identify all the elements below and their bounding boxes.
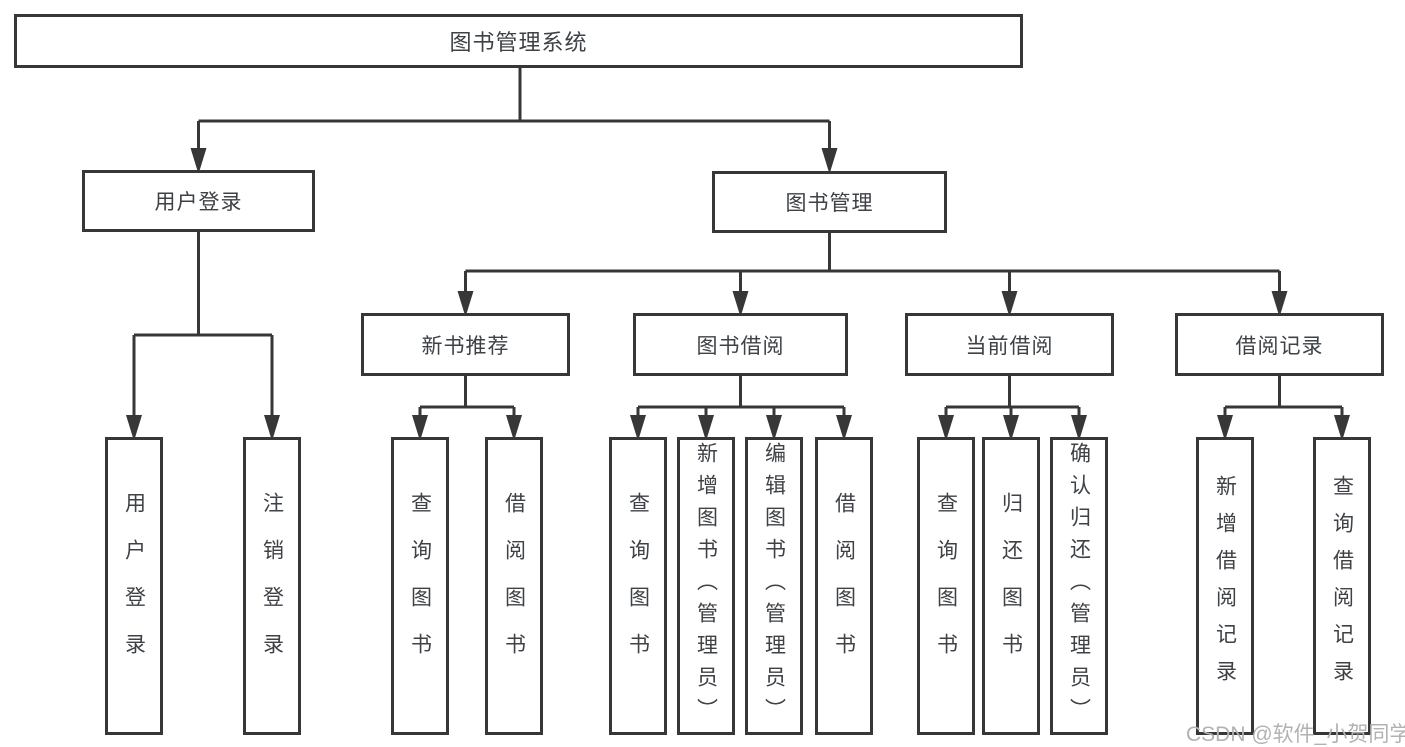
node-book-management: 图书管理	[712, 171, 947, 233]
leaf-query-books-current: 查询图书	[917, 437, 975, 735]
node-label: 查询图书	[934, 492, 958, 680]
leaf-borrow-books-recommend: 借阅图书	[485, 437, 543, 735]
leaf-logout-login: 注销登录	[243, 437, 301, 735]
node-label: 确认归还（管理员）	[1067, 442, 1091, 730]
node-label: 新书推荐	[421, 334, 510, 358]
connector-root-to-level2	[197, 68, 831, 152]
node-label: 借阅记录	[1235, 334, 1324, 358]
csdn-watermark: CSDN @软件_小贺同学	[1186, 723, 1405, 746]
node-label: 图书管理	[785, 192, 874, 215]
node-book-borrow: 图书借阅	[633, 313, 848, 376]
leaf-return-books: 归还图书	[982, 437, 1040, 735]
node-label: 用户登录	[154, 191, 243, 214]
node-label: 归还图书	[999, 492, 1023, 680]
node-label: 图书借阅	[696, 334, 785, 358]
connector-book-borrow-branch	[636, 376, 846, 419]
node-current-borrow: 当前借阅	[905, 313, 1114, 376]
node-label: 用户登录	[122, 492, 146, 680]
leaf-query-books-borrow: 查询图书	[609, 437, 667, 735]
leaf-add-book-admin: 新增图书（管理员）	[677, 437, 735, 735]
node-label: 新增图书（管理员）	[694, 442, 718, 730]
node-label: 查询借阅记录	[1330, 475, 1354, 697]
node-label: 新增借阅记录	[1213, 475, 1237, 697]
node-label: 编辑图书（管理员）	[762, 442, 786, 730]
leaf-edit-book-admin: 编辑图书（管理员）	[745, 437, 803, 735]
leaf-user-login: 用户登录	[105, 437, 163, 735]
leaf-query-books-recommend: 查询图书	[391, 437, 449, 735]
node-borrow-records: 借阅记录	[1175, 313, 1384, 376]
node-library-system: 图书管理系统	[14, 14, 1023, 68]
connector-borrow-record-branch	[1223, 376, 1344, 419]
leaf-query-borrow-record: 查询借阅记录	[1313, 437, 1371, 735]
node-new-book-recommend: 新书推荐	[361, 313, 570, 376]
node-label: 借阅图书	[832, 492, 856, 680]
leaf-confirm-return-admin: 确认归还（管理员）	[1050, 437, 1108, 735]
node-label: 注销登录	[260, 492, 284, 680]
connector-user-login-branch	[132, 232, 274, 419]
node-label: 当前借阅	[965, 334, 1054, 358]
connector-book-mgmt-to-level3	[464, 233, 1281, 295]
connector-current-borrow-branch	[944, 376, 1081, 419]
node-user-login: 用户登录	[82, 170, 315, 232]
node-label: 查询图书	[408, 492, 432, 680]
connector-new-book-branch	[418, 376, 516, 419]
node-label: 借阅图书	[502, 492, 526, 680]
leaf-add-borrow-record: 新增借阅记录	[1196, 437, 1254, 735]
node-label: 查询图书	[626, 492, 650, 680]
leaf-borrow-books: 借阅图书	[815, 437, 873, 735]
arrowheads	[126, 148, 1350, 441]
node-label: 图书管理系统	[449, 30, 588, 55]
